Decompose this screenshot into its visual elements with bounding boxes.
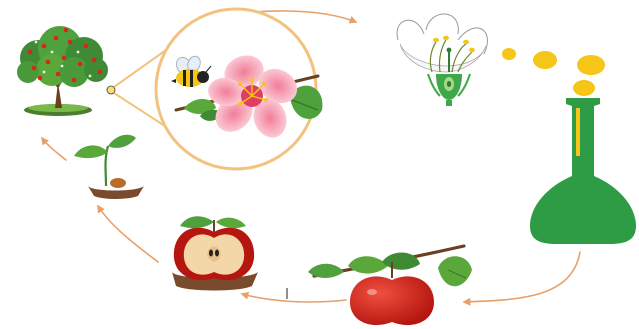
zoom-source-spot (107, 86, 115, 94)
seedling-icon (74, 135, 144, 199)
cut-apple-icon (172, 216, 287, 299)
pollen-icon (502, 48, 605, 96)
ovary-icon (530, 98, 636, 244)
arrow-apple-to-cutapple (242, 294, 346, 302)
flower-section-icon (397, 14, 487, 106)
arrow-cutapple-to-seedling (98, 206, 158, 262)
apple-tree-icon (17, 26, 115, 116)
arrow-ovary-to-apple (464, 252, 580, 302)
apple-icon (308, 246, 472, 325)
arrow-seedling-to-tree (42, 138, 66, 160)
pollination-zoom (156, 9, 322, 169)
cycle-arrows (42, 11, 580, 302)
